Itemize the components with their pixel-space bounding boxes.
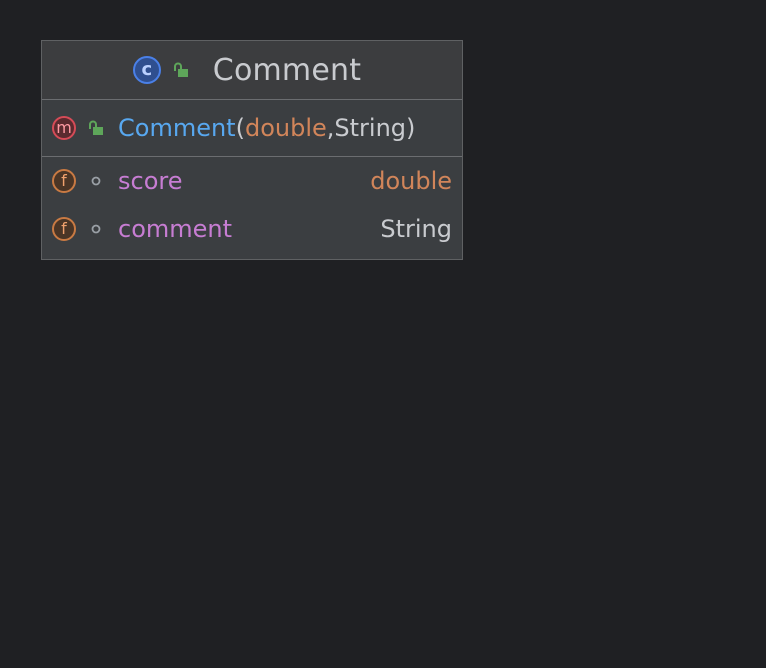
constructor-name: Comment (118, 114, 236, 142)
field-icon: f (52, 169, 76, 193)
method-icon: m (52, 116, 76, 140)
class-header: c Comment (42, 41, 462, 100)
public-lock-icon (169, 58, 193, 82)
package-private-dot-icon (84, 169, 108, 193)
param-separator: , (326, 114, 335, 142)
field-type: double (370, 167, 452, 195)
package-private-dot-icon (84, 217, 108, 241)
field-icon: f (52, 217, 76, 241)
param-type-string: String (334, 114, 407, 142)
constructor-row[interactable]: m Comment(double, String) (42, 100, 462, 156)
uml-class-box[interactable]: c Comment m Comment(double, String) (41, 40, 463, 260)
param-type-double: double (244, 114, 327, 142)
close-paren: ) (406, 114, 416, 142)
open-paren: ( (235, 114, 245, 142)
field-name: score (118, 167, 183, 195)
field-row-score[interactable]: f score double (42, 157, 462, 205)
public-lock-icon (84, 116, 108, 140)
fields-section: f score double f comment String (42, 157, 462, 259)
field-type: String (380, 215, 452, 243)
class-icon: c (132, 56, 161, 84)
field-row-comment[interactable]: f comment String (42, 205, 462, 253)
constructors-section: m Comment(double, String) (42, 100, 462, 157)
class-title: Comment (212, 52, 362, 88)
field-name: comment (118, 215, 233, 243)
